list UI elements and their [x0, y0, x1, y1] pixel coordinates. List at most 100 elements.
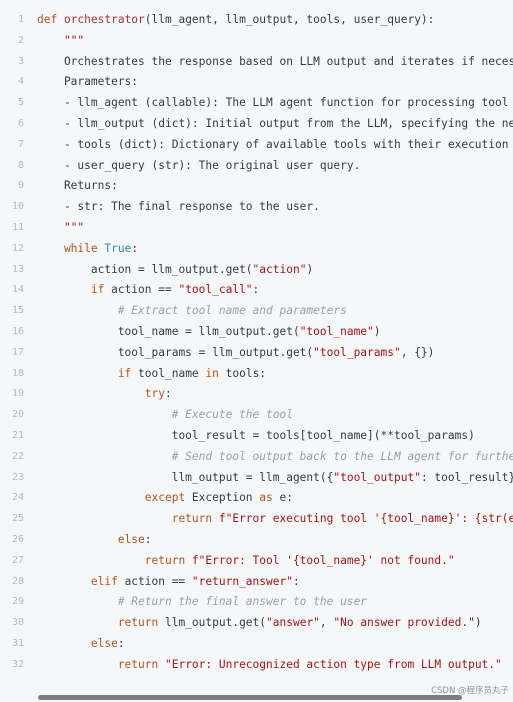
line-number: 2: [17, 34, 24, 46]
line-number: 21: [11, 429, 24, 441]
code-token: # Return the final answer to the user: [37, 595, 368, 609]
code-text: - tools (dict): Dictionary of available …: [24, 135, 513, 156]
code-line: 3 Orchestrates the response based on LLM…: [0, 52, 513, 73]
line-number: 17: [11, 346, 24, 358]
code-token: action = llm_output.get(: [37, 262, 253, 276]
code-text: - str: The final response to the user.: [24, 197, 513, 218]
code-line: 32 return "Error: Unrecognized action ty…: [0, 655, 513, 676]
code-token: "tool_name": [299, 324, 374, 338]
code-token: """: [37, 220, 85, 234]
code-token: - user_query (str): The original user qu…: [37, 158, 361, 172]
code-text: Parameters:: [24, 72, 513, 93]
code-token: ): [373, 324, 381, 338]
code-line: 2 """: [0, 31, 513, 52]
code-token: - llm_output (dict): Initial output from…: [63, 116, 513, 130]
code-line: 30 return llm_output.get("answer", "No a…: [0, 613, 513, 634]
line-number: 25: [11, 513, 24, 525]
code-line: 6 - llm_output (dict): Initial output fr…: [0, 114, 513, 135]
line-number: 1: [17, 14, 24, 25]
line-number: 7: [17, 138, 24, 150]
code-line: 31 else:: [0, 634, 513, 655]
code-token: f"Error executing tool '{tool_name}': {s…: [218, 512, 513, 526]
code-line: 14 if action == "tool_call":: [0, 280, 513, 301]
line-number: 20: [11, 409, 24, 421]
line-number: 9: [17, 180, 24, 192]
code-line: 28 elif action == "return_answer":: [0, 572, 513, 593]
line-number: 26: [11, 533, 24, 545]
line-number: 31: [11, 637, 24, 649]
code-line: 15 # Extract tool name and parameters: [0, 301, 513, 322]
code-line: 7 - tools (dict): Dictionary of availabl…: [0, 135, 513, 156]
line-number: 3: [17, 55, 24, 67]
line-number: 28: [11, 575, 24, 587]
code-line: 19 try:: [0, 384, 513, 405]
code-token: Orchestrates the response based on LLM o…: [37, 54, 513, 68]
line-number: 6: [17, 117, 24, 129]
code-token: "tool_params": [313, 345, 401, 359]
code-token: tools:: [225, 366, 267, 380]
line-number: 27: [11, 554, 24, 566]
code-line: 12 while True:: [0, 239, 513, 260]
code-text: # Send tool output back to the LLM agent…: [24, 447, 513, 468]
code-line: 4 Parameters:: [0, 72, 513, 93]
code-token: else: [37, 636, 118, 650]
code-token: (llm_agent, llm_output, tools, user_quer…: [144, 13, 435, 26]
code-token: tool_name: [138, 366, 206, 380]
code-text: action = llm_output.get("action"): [24, 260, 513, 281]
code-line: 23 llm_output = llm_agent({"tool_output"…: [0, 468, 513, 489]
code-token: ): [474, 616, 482, 630]
code-token: f"Error: Tool '{tool_name}' not found.": [191, 553, 455, 567]
code-token: ): [306, 262, 314, 276]
code-token: if: [37, 283, 112, 297]
horizontal-scrollbar[interactable]: [0, 694, 513, 702]
scrollbar-thumb[interactable]: [38, 695, 462, 700]
code-token: return: [37, 616, 165, 630]
code-token: """: [37, 33, 85, 47]
code-token: # Execute the tool: [37, 408, 293, 422]
code-token: as: [259, 491, 280, 505]
code-text: # Extract tool name and parameters: [24, 301, 513, 322]
code-text: # Return the final answer to the user: [24, 592, 513, 613]
code-line: 24 except Exception as e:: [0, 488, 513, 509]
code-token: :: [252, 283, 260, 297]
code-text: return llm_output.get("answer", "No answ…: [24, 613, 513, 634]
code-token: return: [37, 657, 165, 671]
code-text: return "Error: Unrecognized action type …: [24, 655, 513, 676]
code-token: return: [37, 553, 192, 567]
code-line: 29 # Return the final answer to the user: [0, 592, 513, 613]
code-text: if action == "tool_call":: [24, 280, 513, 301]
line-number: 5: [17, 97, 24, 109]
watermark: CSDN @程序员丸子: [431, 686, 509, 696]
code-line: 16 tool_name = llm_output.get("tool_name…: [0, 322, 513, 343]
code-token: llm_output = llm_agent({: [37, 470, 334, 484]
line-number: 23: [11, 471, 24, 483]
line-number: 22: [11, 450, 24, 462]
code-line: 20 # Execute the tool: [0, 405, 513, 426]
code-text: tool_params = llm_output.get("tool_param…: [24, 343, 513, 364]
line-number: 19: [11, 388, 24, 400]
line-number: 8: [17, 159, 24, 171]
code-line: 9 Returns:: [0, 176, 513, 197]
line-number: 24: [11, 492, 24, 504]
code-line: 25 return f"Error executing tool '{tool_…: [0, 509, 513, 530]
code-text: """: [24, 218, 513, 239]
code-text: # Execute the tool: [24, 405, 513, 426]
code-token: Returns:: [37, 179, 118, 193]
code-text: def orchestrator(llm_agent, llm_output, …: [24, 10, 513, 31]
code-line: 22 # Send tool output back to the LLM ag…: [0, 447, 513, 468]
line-number: 12: [11, 242, 24, 254]
code-text: else:: [24, 634, 513, 655]
code-token: Parameters:: [37, 75, 139, 89]
code-token: :: [292, 574, 300, 588]
code-token: def: [37, 13, 64, 26]
code-token: : tool_result}): [420, 470, 513, 484]
code-text: - user_query (str): The original user qu…: [24, 156, 513, 177]
code-token: "tool_call": [178, 283, 253, 297]
code-token: try: [37, 387, 165, 401]
code-text: tool_name = llm_output.get("tool_name"): [24, 322, 513, 343]
line-number: 16: [11, 325, 24, 337]
line-number: 15: [11, 305, 24, 317]
